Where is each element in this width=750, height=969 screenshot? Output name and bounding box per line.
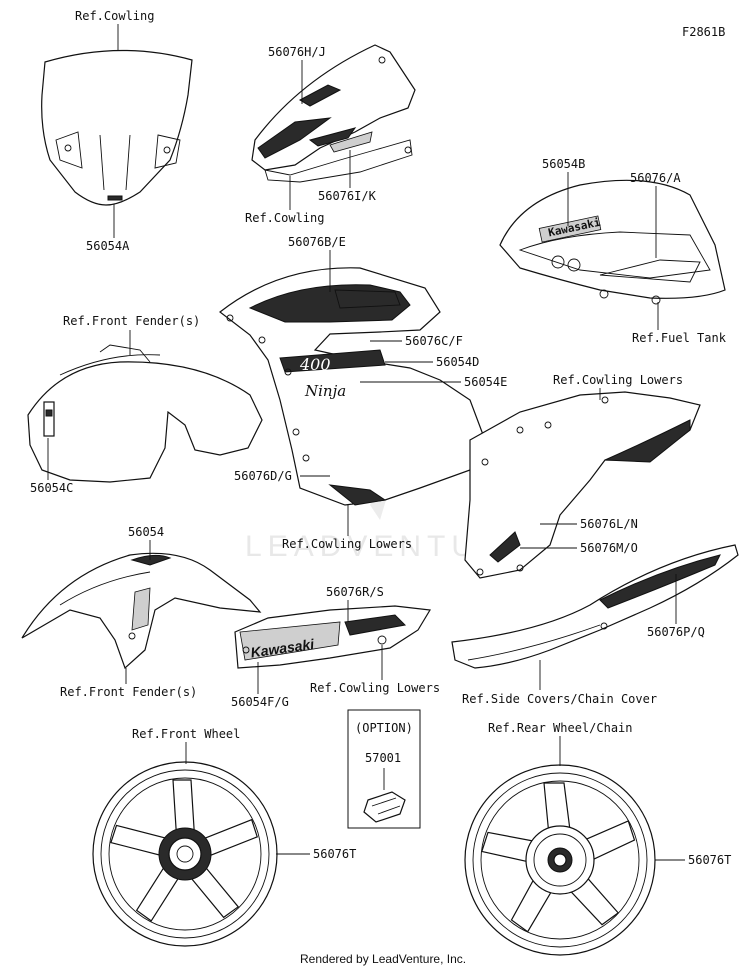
label-front-fender-ref-top: Ref.Front Fender(s) bbox=[63, 314, 200, 328]
label-front-fender2-ref: Ref.Front Fender(s) bbox=[60, 685, 197, 699]
label-front-wheel-part: 56076T bbox=[313, 847, 356, 861]
option-box: (OPTION) 57001 bbox=[347, 709, 421, 829]
figure-code: F2861B bbox=[682, 25, 725, 39]
label-lower-cowl-ln: 56076L/N bbox=[580, 517, 638, 531]
label-side-cover-pq: 56076P/Q bbox=[647, 625, 705, 639]
label-side-cowl-dg: 56076D/G bbox=[234, 469, 292, 483]
label-side-cover-ref: Ref.Side Covers/Chain Cover bbox=[462, 692, 657, 706]
side-cowl[interactable]: 400 Ninja bbox=[219, 267, 486, 506]
label-rear-wheel-ref: Ref.Rear Wheel/Chain bbox=[488, 721, 633, 735]
footer-credit: Rendered by LeadVenture, Inc. bbox=[300, 952, 466, 966]
label-tank-b: 56076/A bbox=[630, 171, 681, 185]
label-side-cowl-e: 56054E bbox=[464, 375, 507, 389]
lower-cowl[interactable] bbox=[464, 391, 701, 579]
label-upper-cowl-mid: 56076I/K bbox=[318, 189, 377, 203]
emblem-part[interactable] bbox=[363, 791, 406, 823]
label-upper-cowl-ref: Ref.Cowling bbox=[245, 211, 324, 225]
label-rear-wheel-part: 56076T bbox=[688, 853, 731, 867]
label-front-fender2-part: 56054 bbox=[128, 525, 164, 539]
windshield[interactable] bbox=[41, 49, 193, 206]
label-tank-ref: Ref.Fuel Tank bbox=[632, 331, 727, 345]
label-belly-rs: 56076R/S bbox=[326, 585, 384, 599]
decal-ninja: Ninja bbox=[304, 382, 346, 400]
fuel-tank[interactable]: Kawasaki bbox=[499, 179, 726, 305]
label-upper-cowl-top: 56076H/J bbox=[268, 45, 326, 59]
decal-400: 400 bbox=[299, 355, 331, 374]
label-front-fender-c: 56054C bbox=[30, 481, 73, 495]
front-wheel[interactable] bbox=[92, 761, 278, 947]
option-title: (OPTION) bbox=[355, 721, 413, 735]
rear-wheel[interactable] bbox=[464, 764, 656, 956]
label-lower-cowl-mo: 56076M/O bbox=[580, 541, 638, 555]
label-belly-ref: Ref.Cowling Lowers bbox=[310, 681, 440, 695]
label-lower-cowl-ref: Ref.Cowling Lowers bbox=[553, 373, 683, 387]
belly-pan[interactable]: Kawasaki bbox=[234, 605, 431, 669]
label-side-cowl-cf: 56076C/F bbox=[405, 334, 463, 348]
upper-cowl[interactable] bbox=[251, 44, 416, 183]
label-tank-a: 56054B bbox=[542, 157, 585, 171]
label-side-cowl-ref: Ref.Cowling Lowers bbox=[282, 537, 412, 551]
label-front-wheel-ref: Ref.Front Wheel bbox=[132, 727, 240, 741]
label-windshield-part: 56054A bbox=[86, 239, 130, 253]
front-fender-top[interactable] bbox=[27, 344, 263, 483]
label-windshield-ref: Ref.Cowling bbox=[75, 9, 154, 23]
label-belly-fg: 56054F/G bbox=[231, 695, 289, 709]
label-side-cowl-d: 56054D bbox=[436, 355, 479, 369]
option-part: 57001 bbox=[365, 751, 401, 765]
front-fender-bottom[interactable] bbox=[21, 552, 262, 670]
label-side-cowl-top: 56076B/E bbox=[288, 235, 346, 249]
side-cover[interactable] bbox=[451, 544, 739, 669]
